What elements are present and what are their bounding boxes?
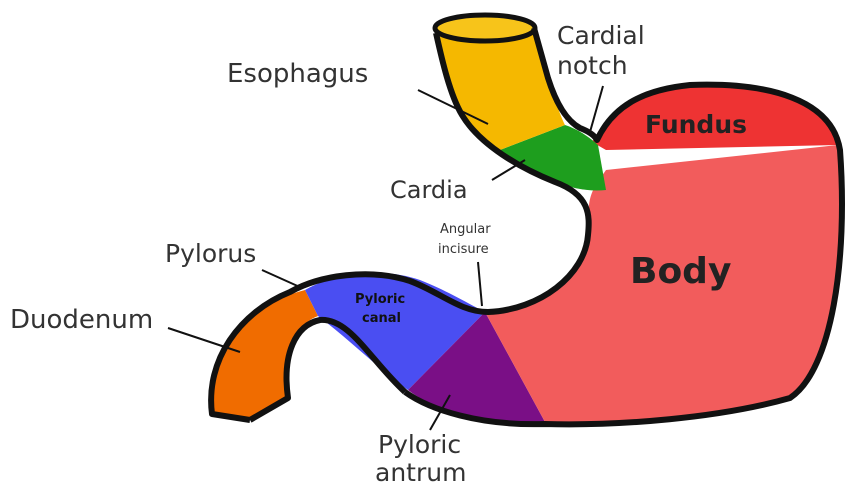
region-esophagus	[436, 28, 565, 150]
label-angular-incisure-line1: Angular	[440, 222, 491, 237]
pointer-pylorus	[262, 270, 302, 288]
label-cardial-notch-line2: notch	[557, 51, 628, 80]
esophagus-opening	[435, 15, 535, 41]
pointer-angular-incisure	[478, 262, 482, 306]
label-pyloric-antrum-line2: antrum	[375, 458, 466, 484]
pointer-cardial-notch	[590, 86, 603, 132]
pointer-cardia	[492, 160, 525, 180]
label-pyloric-canal-line2: canal	[362, 311, 401, 326]
label-pylorus: Pylorus	[165, 239, 256, 268]
label-cardial-notch-line1: Cardial	[557, 21, 645, 50]
label-body: Body	[630, 251, 731, 292]
label-duodenum: Duodenum	[10, 305, 153, 335]
label-pyloric-antrum-line1: Pyloric	[378, 430, 461, 459]
label-pyloric-canal-line1: Pyloric	[355, 292, 405, 307]
label-angular-incisure-line2: incisure	[438, 242, 489, 257]
region-duodenum	[209, 290, 318, 420]
label-cardia: Cardia	[390, 176, 468, 204]
label-esophagus: Esophagus	[227, 59, 368, 89]
label-fundus: Fundus	[645, 110, 747, 139]
